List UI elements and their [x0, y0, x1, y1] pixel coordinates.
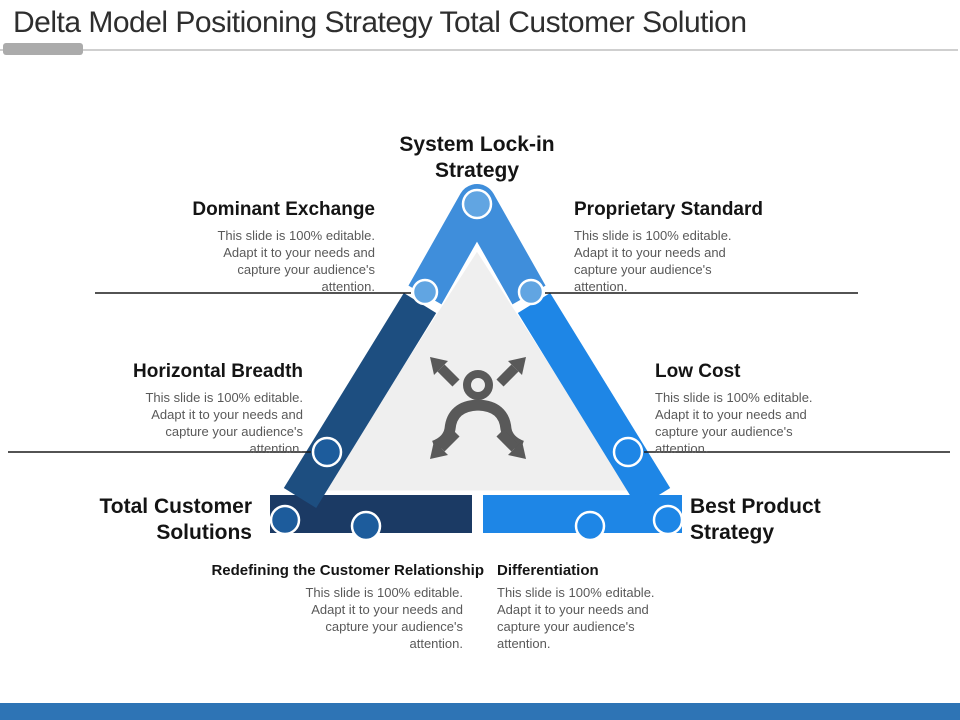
section-title-redefining: Redefining the Customer Relationship: [211, 562, 484, 579]
section-description: This slide is 100% editable. Adapt it to…: [574, 228, 732, 294]
arrow-head-nw: [430, 357, 448, 375]
node-circle-bottom-right-mid: [574, 510, 606, 542]
node-circle-bottom-left-corner: [269, 504, 301, 536]
section-proprietary-standard: Proprietary Standard This slide is 100% …: [574, 199, 763, 295]
arrow-shaft-ne: [496, 364, 519, 387]
section-title: Proprietary Standard: [574, 199, 763, 220]
node-circle-mid-right: [612, 436, 644, 468]
bottom-accent-bar: [0, 703, 960, 720]
person-head: [463, 370, 493, 400]
section-description: This slide is 100% editable. Adapt it to…: [655, 390, 813, 456]
arrow-head-se: [508, 441, 526, 459]
page-title: Delta Model Positioning Strategy Total C…: [13, 6, 747, 39]
section-low-cost: Low Cost This slide is 100% editable. Ad…: [655, 361, 825, 457]
title-divider-line: [0, 49, 958, 51]
section-description-differentiation: This slide is 100% editable. Adapt it to…: [497, 585, 655, 651]
node-circle-mid-left: [311, 436, 343, 468]
arrow-head-ne: [508, 357, 526, 375]
arrow-shaft-se: [496, 429, 519, 452]
section-description: This slide is 100% editable. Adapt it to…: [145, 390, 303, 456]
node-circle-upper-right: [517, 278, 545, 306]
section-title: Horizontal Breadth: [133, 361, 303, 382]
section-dominant-exchange: Dominant Exchange This slide is 100% edi…: [192, 199, 375, 295]
node-circle-bottom-right-corner: [652, 504, 684, 536]
section-title: Low Cost: [655, 361, 741, 382]
title-accent-bar: [3, 43, 83, 55]
vertex-label-best-product-strategy: Best Product Strategy: [690, 495, 821, 544]
section-title-differentiation: Differentiation: [497, 562, 599, 579]
arrow-head-sw: [430, 441, 448, 459]
arrow-shaft-nw: [437, 364, 460, 387]
node-circle-bottom-left-mid: [350, 510, 382, 542]
section-description-redefining: This slide is 100% editable. Adapt it to…: [305, 585, 463, 651]
arrow-shaft-sw: [437, 429, 460, 452]
section-title: Dominant Exchange: [192, 199, 375, 220]
node-circle-apex: [461, 188, 493, 220]
person-expand-arrows-icon: [430, 357, 526, 459]
vertex-label-system-lockin: System Lock-in Strategy: [399, 133, 555, 182]
section-horizontal-breadth: Horizontal Breadth This slide is 100% ed…: [133, 361, 303, 457]
section-description: This slide is 100% editable. Adapt it to…: [217, 228, 375, 294]
vertex-label-total-customer-solutions: Total Customer Solutions: [99, 495, 252, 544]
node-circle-upper-left: [411, 278, 439, 306]
